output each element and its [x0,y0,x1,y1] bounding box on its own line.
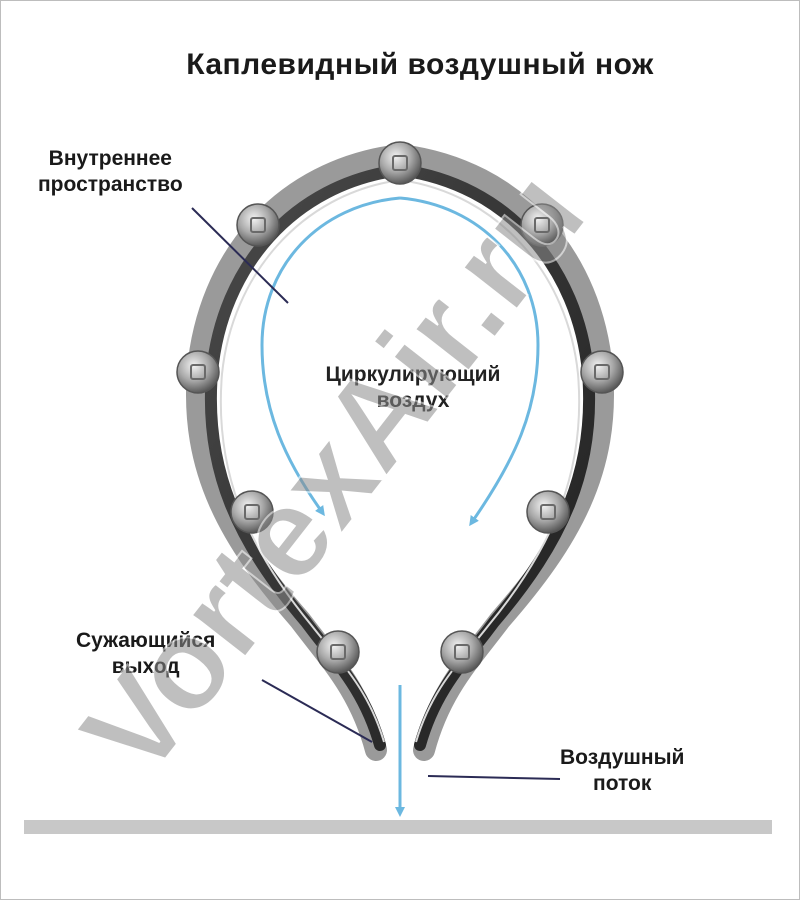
label-narrowing-line1: Сужающийся [76,629,216,652]
label-circulating-air: Циркулирующий воздух [288,362,538,415]
floor-surface [24,820,772,834]
circulation-arrow-right [399,196,540,527]
leader-narrowing [261,679,373,743]
bolt-lower-right [526,490,570,534]
bolt-upper-left [236,203,280,247]
label-narrowing-outlet: Сужающийся выход [76,628,215,681]
bolt-bottom-right [440,630,484,674]
label-airflow-line2: поток [593,772,652,796]
label-narrowing-line2: выход [111,655,180,679]
label-circulating-line2: воздух [376,389,450,413]
label-inner-space: Внутреннее пространство [38,146,183,199]
shell-inner-edge [219,178,581,743]
bolt-top [378,141,422,185]
leader-inner-space [191,207,289,304]
label-airflow: Воздушный поток [560,745,684,798]
label-airflow-line1: Воздушный [560,746,685,769]
bolt-bottom-left [316,630,360,674]
leader-airflow [427,775,561,780]
diagram-title: Каплевидный воздушный нож [186,48,654,81]
bolt-upper-right [520,203,564,247]
circulation-arrow-left [260,196,401,517]
bolt-mid-right [580,350,624,394]
bolt-mid-left [176,350,220,394]
label-inner-space-line1: Внутреннее [48,147,172,170]
bolt-lower-left [230,490,274,534]
label-circulating-line1: Циркулирующий [325,363,501,386]
label-inner-space-line2: пространство [38,173,183,197]
bolt-group [176,141,624,674]
